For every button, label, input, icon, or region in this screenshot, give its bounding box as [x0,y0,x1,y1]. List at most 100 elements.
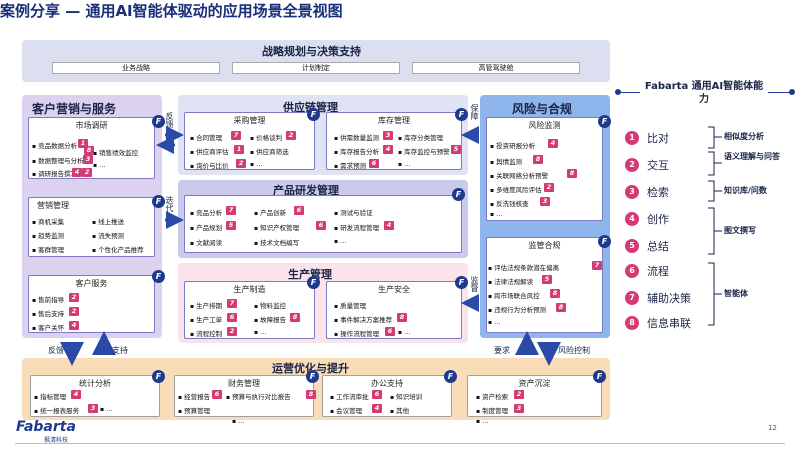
list-item: 产品创新 [254,207,286,217]
list-item: 工作流审批 [330,391,369,401]
list-item: … [250,160,263,168]
list-item: 质量管理 [334,300,366,310]
list-item: … [488,318,501,326]
capability-badge: 3 [383,131,393,140]
list-item: 流程控制 [190,328,222,338]
legend-group-label: 知识库/问数 [724,186,767,195]
capability-badge: 3 [540,197,550,206]
legend-label: 比对 [647,132,669,145]
list-item: 生产工单 [190,314,222,324]
arrow-label: 支持 [112,346,128,355]
fabarta-f-icon: F [306,370,319,383]
list-item: 物料监控 [254,300,286,310]
capability-badge: 2 [69,307,79,316]
capability-badge: 4 [384,221,394,230]
list-item: 趋势监测 [32,230,64,240]
list-item: 统一报表服务 [34,405,79,415]
assets-title: 资产沉淀 [518,379,551,388]
strategic-section: 战略规划与决策支持 业务战略 计划制定 高管驾驶舱 [22,40,610,82]
list-item: 流失预测 [92,230,124,240]
page-title: 案例分享 — 通用AI智能体驱动的应用场景全景视图 [0,2,343,20]
capability-badge: 8 [397,313,407,322]
list-item: 供需数量监测 [334,132,379,142]
list-item: 需求预测 [334,160,366,170]
marketing-title: 客户营销与服务 [32,102,117,116]
logo-subtitle: 枫清科技 [44,437,69,444]
list-item: … [476,417,489,425]
list-item: 其他 [390,405,409,415]
list-item: 供应商筛选 [250,146,289,156]
list-item: 事件解决方案推荐 [334,314,392,324]
fabarta-f-icon: F [452,188,465,201]
legend-number: 8 [625,316,639,330]
capability-badge: 8 [556,303,566,312]
list-item: 指标管理 [34,391,66,401]
capability-badge: 2 [82,168,92,177]
capability-badge: 6 [385,327,395,336]
list-item: … [232,417,245,425]
list-item: 库存监控与预警 [398,146,450,156]
capability-badge: 4 [72,168,82,177]
list-item: 调研报告撰写 [32,168,77,178]
capability-badge: 3 [88,404,98,413]
ops-title: 运营优化与提升 [272,362,349,375]
capability-badge: 1 [234,145,244,154]
rnd-title: 产品研发管理 [273,184,339,197]
list-item: 反洗钱核查 [490,198,529,208]
strategic-item: 业务战略 [52,62,220,74]
marketing-mgmt-title: 营销管理 [37,201,69,210]
capability-badge: 7 [231,131,241,140]
capability-badge: 1 [78,139,88,148]
strategic-title: 战略规划与决策支持 [262,45,361,58]
legend-number: 4 [625,212,639,226]
capability-badge: 4 [372,404,382,413]
list-item: 舆情监测 [490,156,522,166]
market-research-title: 市场调研 [75,121,108,130]
list-item: 合同管理 [190,132,222,142]
legend-item: 1 比对 [625,130,669,146]
list-item: 预算与执行对比报告 [226,391,291,401]
fabarta-f-icon: F [598,235,611,248]
legend-item: 4 创作 [625,211,669,227]
capability-badge: 7 [592,261,602,270]
list-item: 跨市场联合风控 [488,290,540,300]
legend-label: 创作 [647,213,669,226]
list-item: 关联网络分析预警 [490,170,548,180]
list-item: 库存分类管理 [398,132,443,142]
capability-badge: 2 [69,293,79,302]
list-item: 数据整理与分析 [32,155,84,165]
capability-badge: 2 [236,159,246,168]
legend-number: 1 [625,131,639,145]
list-item: … [398,160,411,168]
list-item: 竞品分析 [190,207,222,217]
fabarta-f-icon: F [455,108,468,121]
company-logo: Fabarta 枫清科技 [16,419,76,445]
list-item: 供应商评估 [190,146,229,156]
compliance-title: 监管合规 [528,241,561,250]
legend-label: 交互 [647,159,669,172]
list-item: 价格谈判 [250,132,282,142]
capability-badge: 6 [372,390,382,399]
capability-badge: 5 [451,145,461,154]
list-item: 操作流程管理 [334,328,379,338]
capability-badge: 2 [286,131,296,140]
legend-group-label: 语义理解与问答 [724,152,780,161]
finance-title: 财务管理 [228,379,260,388]
capability-badge: 6 [212,390,222,399]
logo-name: Fabarta [16,419,76,435]
list-item: 生产排期 [190,300,222,310]
fabarta-f-icon: F [455,276,468,289]
fabarta-f-icon: F [152,115,165,128]
strategic-item: 计划制定 [232,62,400,74]
capability-badge: 7 [227,299,237,308]
arrow-label: 监督 [470,276,479,292]
list-item: 线上推送 [92,216,124,226]
list-item: … [100,405,113,413]
legend-group-label: 相似度分析 [724,132,764,141]
capability-badge: 5 [542,275,552,284]
list-item: 会议管理 [330,405,362,415]
arrow-label: 保障 [470,104,479,120]
capability-badge: 3 [514,404,524,413]
